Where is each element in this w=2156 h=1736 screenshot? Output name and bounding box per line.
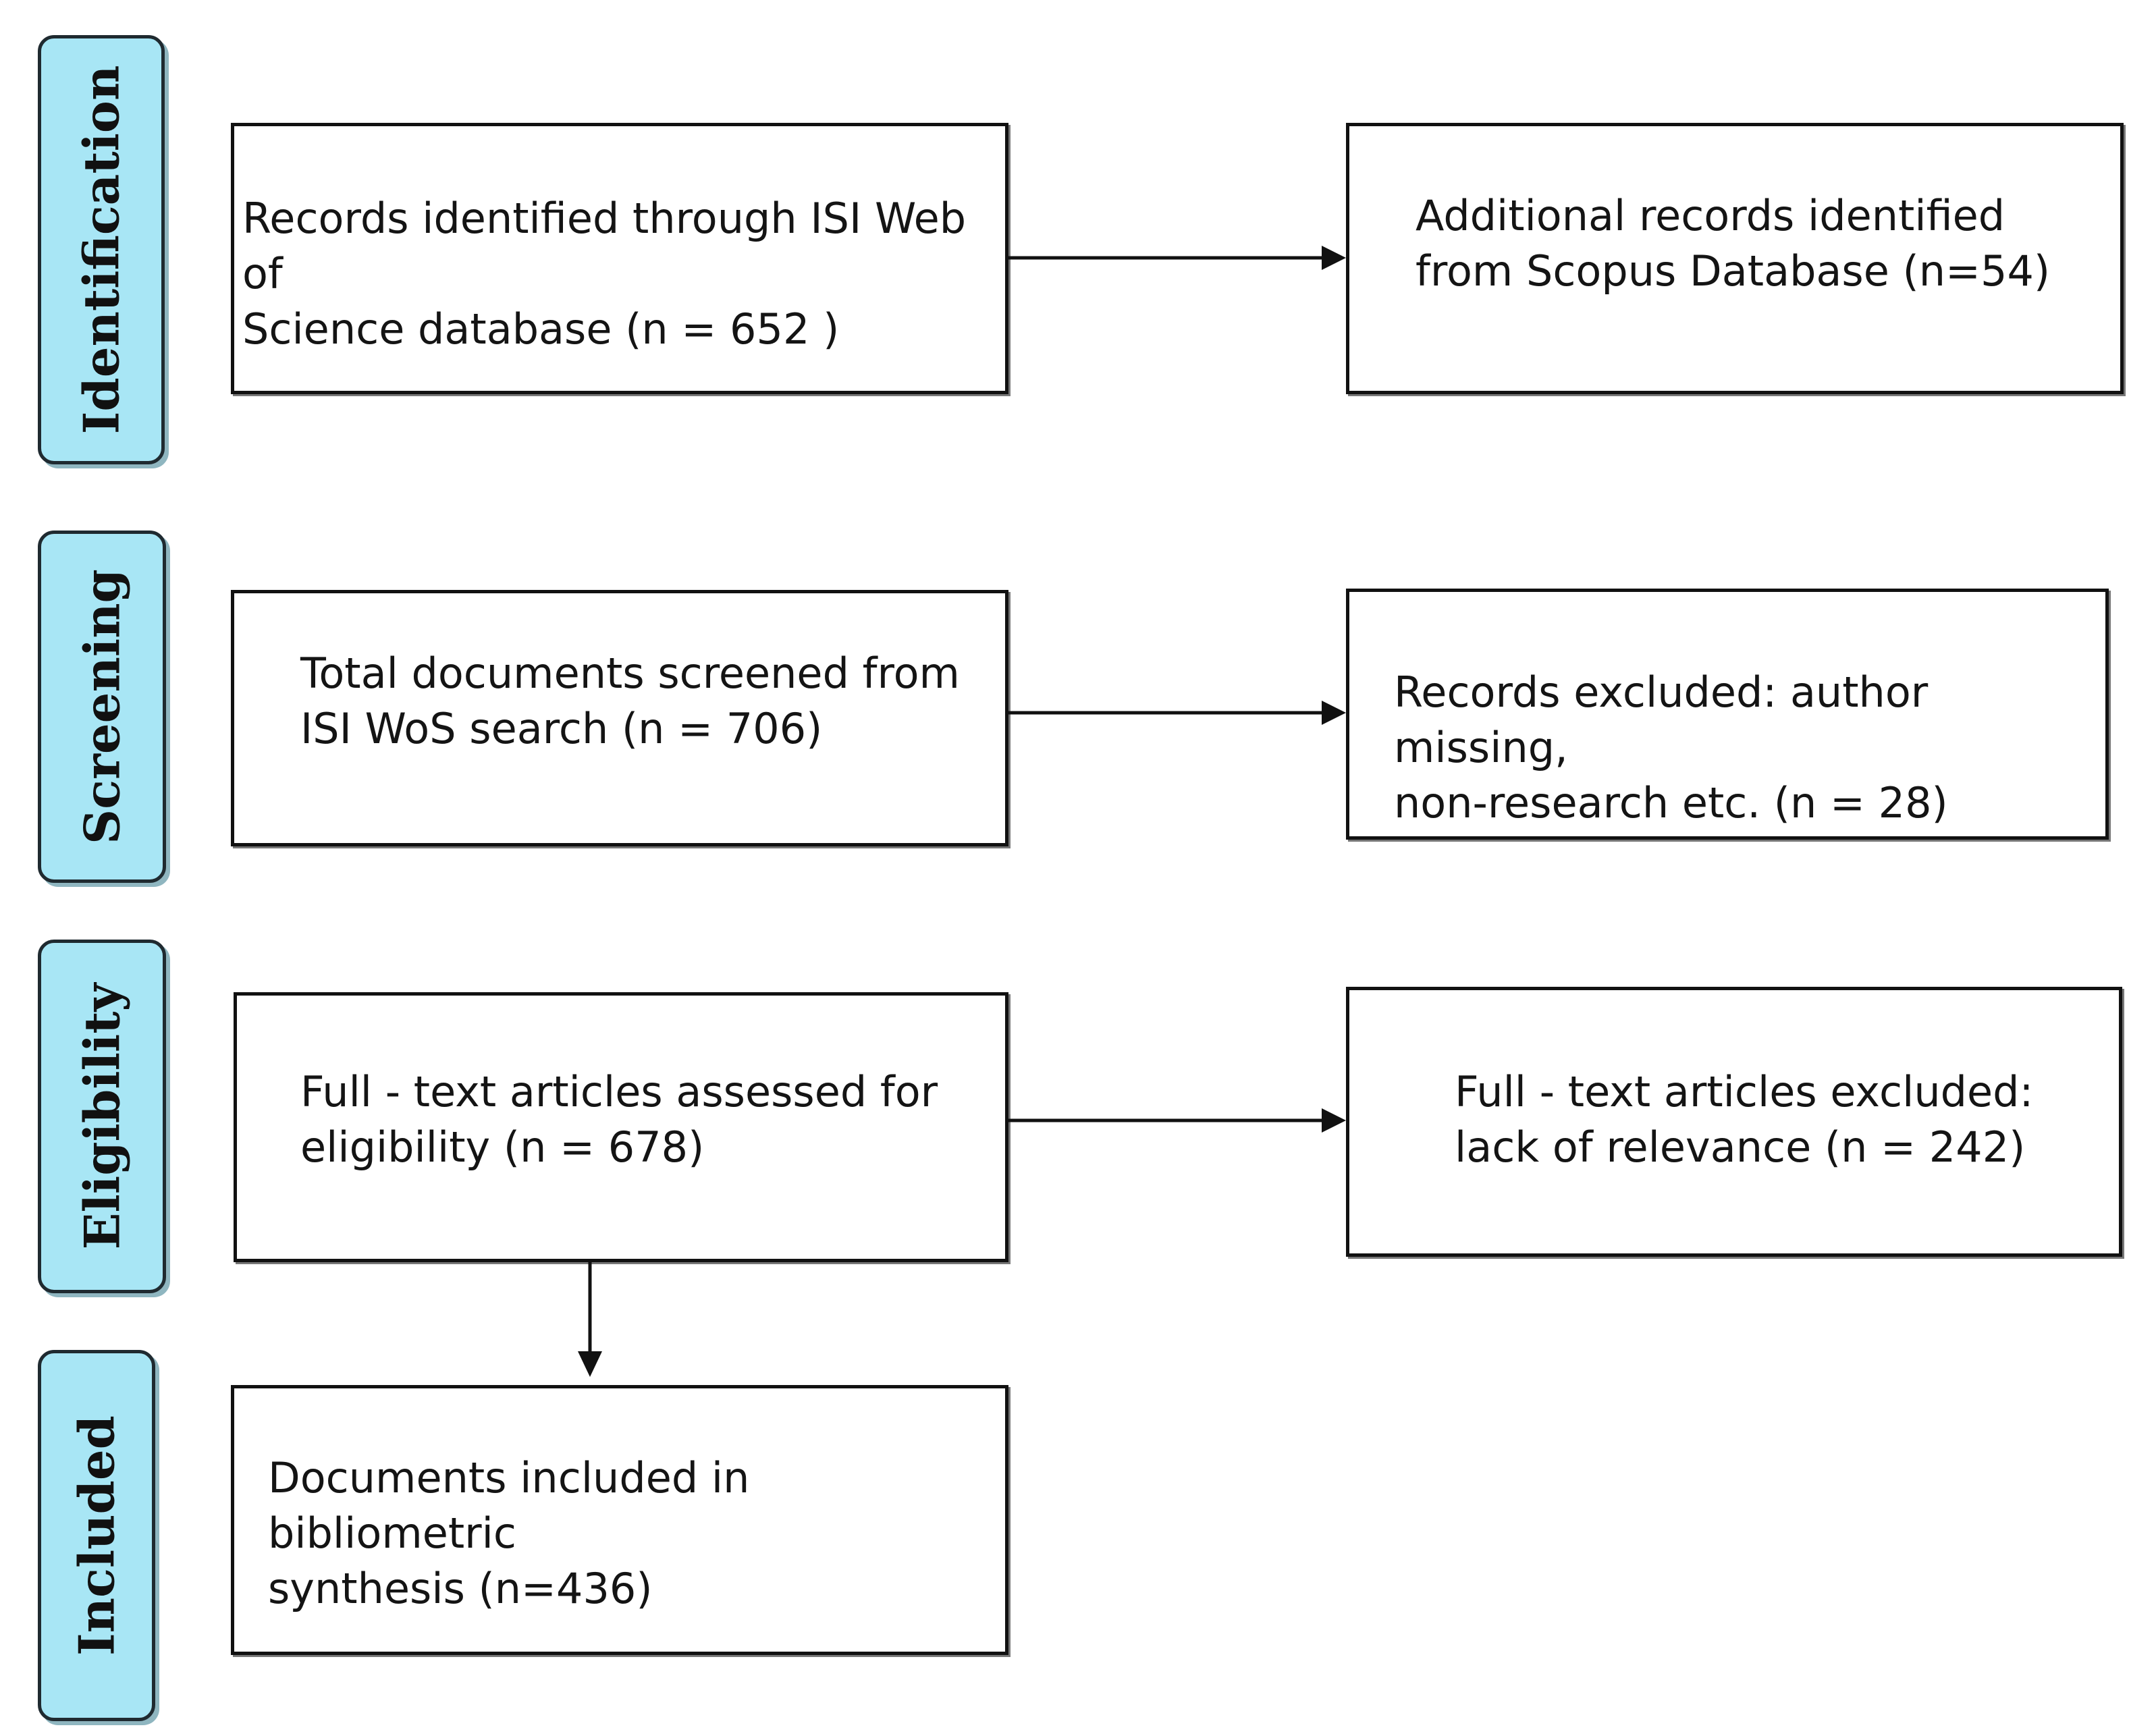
- box-excluded-eligibility-text: Full - text articles excluded: lack of r…: [1455, 1067, 2034, 1172]
- arrowhead-identified-to-scopus: [1322, 246, 1346, 270]
- box-excluded-screening-text: Records excluded: author missing, non-re…: [1394, 668, 1948, 828]
- box-excluded-eligibility: Full - text articles excluded: lack of r…: [1346, 987, 2122, 1257]
- box-excluded-screening: Records excluded: author missing, non-re…: [1346, 589, 2109, 840]
- stage-screening: Screening: [38, 531, 166, 883]
- arrowhead-eligibility-to-excluded: [1322, 1108, 1346, 1133]
- box-included: Documents included in bibliometric synth…: [231, 1385, 1008, 1655]
- box-additional-scopus-text: Additional records identified from Scopu…: [1416, 191, 2051, 296]
- stage-identification: Identification: [38, 35, 165, 464]
- box-assessed-eligibility: Full - text articles assessed for eligib…: [234, 992, 1008, 1262]
- box-assessed-eligibility-text: Full - text articles assessed for eligib…: [300, 1067, 938, 1172]
- box-included-text: Documents included in bibliometric synth…: [268, 1453, 750, 1613]
- stage-included: Included: [38, 1350, 155, 1721]
- box-records-identified-wos-text: Records identified through ISI Web of Sc…: [242, 194, 967, 354]
- stage-eligibility: Eligibility: [38, 940, 166, 1293]
- arrowhead-eligibility-to-included: [578, 1351, 602, 1377]
- box-screened: Total documents screened from ISI WoS se…: [231, 590, 1008, 846]
- box-screened-text: Total documents screened from ISI WoS se…: [300, 649, 960, 753]
- box-records-identified-wos: Records identified through ISI Web of Sc…: [231, 123, 1008, 394]
- arrowhead-screened-to-excluded: [1322, 701, 1346, 725]
- box-additional-scopus: Additional records identified from Scopu…: [1346, 123, 2124, 394]
